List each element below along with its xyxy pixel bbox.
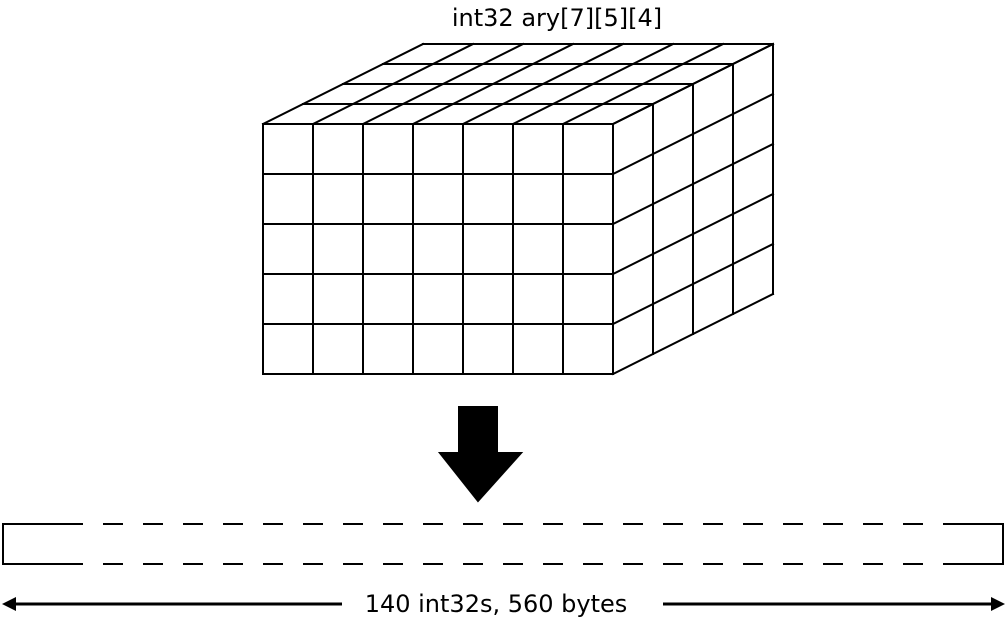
strip-right-edge bbox=[943, 523, 1004, 565]
3d-array-cube bbox=[261, 42, 775, 376]
linear-memory-strip bbox=[2, 523, 1004, 565]
span-arrow-right-head bbox=[991, 597, 1005, 611]
strip-left-edge bbox=[2, 523, 63, 565]
array-size-label: 140 int32s, 560 bytes bbox=[365, 590, 628, 618]
down-arrow-icon bbox=[437, 406, 524, 503]
array-declaration-title: int32 ary[7][5][4] bbox=[452, 4, 662, 32]
double-headed-arrow-icon bbox=[2, 597, 1005, 611]
span-arrow-left-head bbox=[2, 597, 16, 611]
